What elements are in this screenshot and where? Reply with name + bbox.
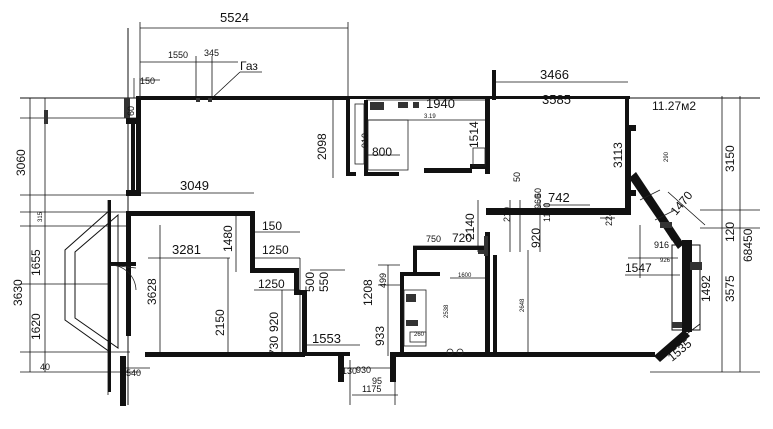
dim-3-19: 3.19 [424, 114, 436, 120]
dim-720: 720 [452, 231, 472, 245]
dim-120: 120 [723, 222, 737, 242]
walls [64, 70, 701, 406]
dim-3281: 3281 [172, 242, 201, 257]
dim-1940: 1940 [426, 96, 455, 111]
gas-label: Газ [240, 59, 258, 73]
dim-60b: 60 [533, 188, 543, 198]
labels: 5524 1550 345 Газ 150 3466 3585 11.27м2 … [11, 10, 755, 394]
dim-1480: 1480 [221, 225, 235, 252]
dim-40: 40 [40, 362, 50, 372]
dim-224: 224 [604, 211, 614, 226]
dim-260: 260 [414, 332, 425, 338]
dim-3585: 3585 [542, 92, 571, 107]
dim-5524: 5524 [220, 10, 249, 25]
dim-50: 50 [512, 172, 522, 182]
dim-550: 550 [317, 272, 331, 292]
dim-130: 130 [342, 366, 357, 376]
dim-1550: 1550 [168, 50, 188, 60]
dim-920: 920 [267, 312, 281, 332]
dim-1470: 1470 [668, 188, 696, 218]
dim-150-top: 150 [140, 76, 155, 86]
dim-3628: 3628 [145, 278, 159, 305]
dim-800: 800 [372, 145, 392, 159]
dim-1250b: 1250 [258, 277, 285, 291]
dim-150: 150 [262, 219, 282, 233]
dim-920b: 920 [529, 228, 543, 248]
dim-1514: 1514 [467, 121, 481, 148]
dim-1208: 1208 [361, 279, 375, 306]
dim-3060: 3060 [14, 149, 28, 176]
dim-1535: 1535 [665, 336, 695, 364]
dim-1150: 1150 [542, 203, 552, 222]
dim-742: 742 [548, 190, 570, 205]
dim-1620: 1620 [29, 313, 43, 340]
dim-3113: 3113 [611, 142, 625, 168]
dim-540: 540 [126, 368, 141, 378]
dim-916: 916 [654, 240, 669, 250]
dim-1250a: 1250 [262, 243, 289, 257]
dim-2140: 2140 [463, 213, 477, 240]
dim-2098: 2098 [315, 133, 329, 160]
dim-3630: 3630 [11, 279, 25, 306]
dim-210: 210 [502, 207, 512, 222]
dim-1492: 1492 [699, 275, 713, 302]
dim-1960: 1960 [533, 194, 543, 214]
dim-3575: 3575 [723, 275, 737, 302]
fixtures [44, 78, 702, 356]
dim-68450: 68450 [741, 228, 755, 262]
dim-750: 750 [426, 234, 441, 244]
dim-3049: 3049 [180, 178, 209, 193]
dim-95: 95 [372, 376, 382, 386]
dim-1655: 1655 [29, 249, 43, 276]
dim-930: 930 [356, 365, 371, 375]
dim-315: 315 [38, 211, 44, 222]
dim-500: 500 [303, 272, 317, 292]
dim-3150: 3150 [723, 145, 737, 172]
dim-499: 499 [378, 273, 388, 288]
dim-933: 933 [373, 326, 387, 346]
dim-1553: 1553 [312, 331, 341, 346]
dim-730: 730 [267, 336, 281, 356]
dim-1547: 1547 [625, 261, 652, 275]
dim-1175: 1175 [362, 384, 381, 394]
dim-60: 60 [126, 106, 136, 116]
dim-290: 290 [664, 151, 670, 162]
dim-1600: 1600 [458, 273, 472, 279]
dim-2538: 2538 [444, 304, 450, 318]
dim-2150: 2150 [213, 309, 227, 336]
dim-3466: 3466 [540, 67, 569, 82]
dim-926: 926 [660, 258, 671, 264]
dim-910: 910 [360, 133, 370, 148]
room-area: 11.27м2 [652, 99, 696, 113]
dim-2648: 2648 [520, 298, 526, 312]
dim-345: 345 [204, 48, 219, 58]
